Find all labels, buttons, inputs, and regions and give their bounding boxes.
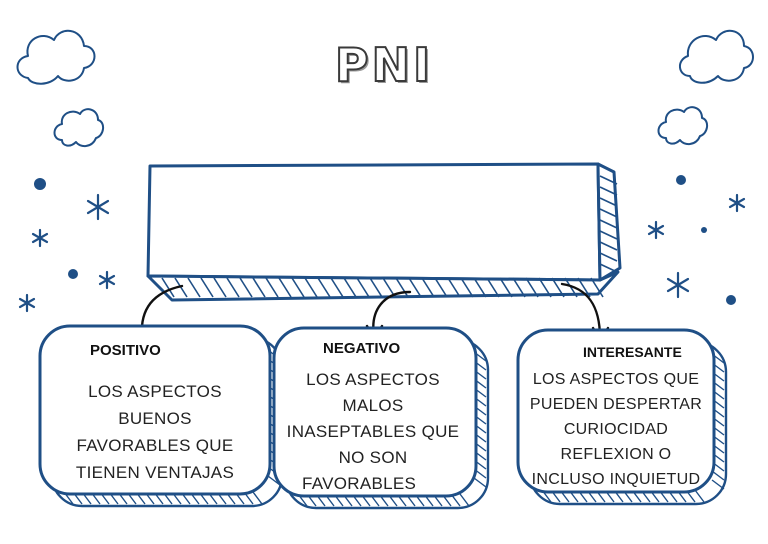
cloud-icon bbox=[679, 30, 754, 84]
box-interesante bbox=[516, 328, 728, 506]
page-title: PNI bbox=[334, 37, 434, 93]
dot-decoration bbox=[68, 269, 78, 279]
star-icon bbox=[31, 228, 49, 248]
box-body-interesante: LOS ASPECTOS QUE PUEDEN DESPERTAR CURIOC… bbox=[522, 367, 710, 492]
dot-decoration bbox=[34, 178, 46, 190]
star-icon bbox=[86, 193, 110, 221]
box-line: BUENOS bbox=[118, 409, 192, 428]
topic-box bbox=[146, 162, 622, 302]
box-line: LOS ASPECTOS bbox=[306, 370, 440, 389]
cloud-icon bbox=[53, 108, 104, 148]
star-icon bbox=[666, 271, 690, 299]
box-heading-positivo: POSITIVO bbox=[90, 342, 161, 359]
box-line: TIENEN VENTAJAS bbox=[75, 463, 235, 482]
dot-decoration bbox=[726, 295, 736, 305]
box-line: FAVORABLES bbox=[302, 474, 417, 493]
star-icon bbox=[18, 293, 36, 313]
cloud-icon bbox=[657, 106, 708, 146]
dot-decoration bbox=[676, 175, 686, 185]
star-icon bbox=[647, 220, 665, 240]
star-icon bbox=[98, 270, 116, 290]
box-line: LOS ASPECTOS bbox=[88, 382, 222, 401]
box-line: NO SON bbox=[338, 448, 408, 467]
box-positivo bbox=[38, 324, 284, 508]
box-body-negativo: LOS ASPECTOS MALOS INASEPTABLES QUE NO S… bbox=[276, 367, 470, 497]
box-line: INASEPTABLES QUE bbox=[286, 422, 460, 441]
star-icon bbox=[728, 193, 746, 213]
box-body-positivo: LOS ASPECTOS BUENOS FAVORABLES QUE TIENE… bbox=[44, 378, 266, 486]
box-line: FAVORABLES QUE bbox=[76, 436, 234, 455]
box-negativo bbox=[272, 326, 490, 510]
box-line: LOS ASPECTOS QUE bbox=[532, 371, 700, 388]
box-line: MALOS bbox=[342, 396, 404, 415]
dot-decoration bbox=[701, 227, 707, 233]
box-line: PUEDEN DESPERTAR bbox=[529, 396, 703, 413]
box-line: INCLUSO INQUIETUD bbox=[531, 471, 701, 488]
box-line: REFLEXION O bbox=[560, 446, 672, 463]
box-heading-negativo: NEGATIVO bbox=[323, 340, 401, 357]
cloud-icon bbox=[16, 30, 96, 85]
box-line: CURIOCIDAD bbox=[563, 421, 669, 438]
box-heading-interesante: INTERESANTE bbox=[583, 344, 682, 360]
